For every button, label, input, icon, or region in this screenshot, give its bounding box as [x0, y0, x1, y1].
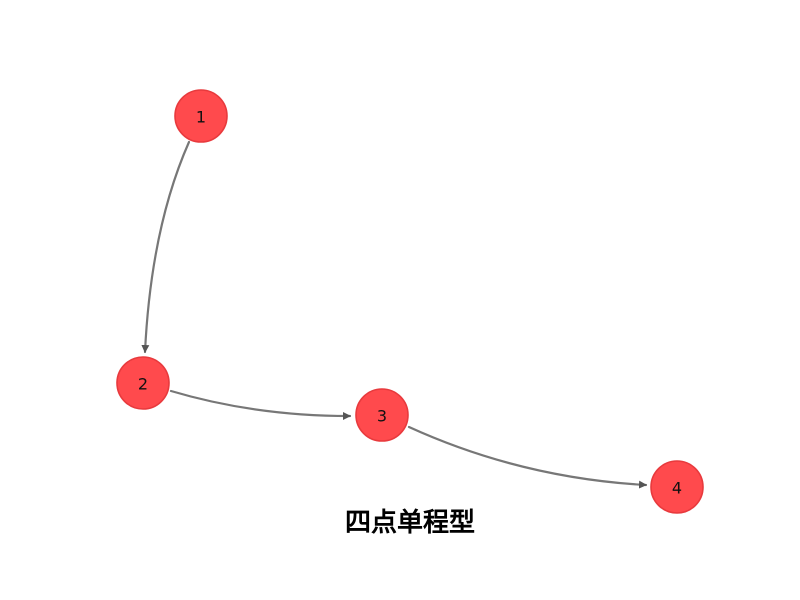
- node-4: 4: [650, 460, 704, 514]
- node-3: 3: [355, 388, 409, 442]
- edges-layer: [141, 140, 648, 489]
- node-circle-3: [355, 388, 409, 442]
- diagram-caption: 四点单程型: [345, 507, 475, 538]
- edge-3-to-4: [407, 425, 648, 489]
- nodes-layer: 1 2 3 4: [116, 89, 704, 514]
- node-circle-1: [174, 89, 228, 143]
- node-2: 2: [116, 356, 170, 410]
- node-1: 1: [174, 89, 228, 143]
- node-label-3: 3: [377, 407, 387, 426]
- edge-2-to-3: [169, 389, 352, 420]
- node-label-1: 1: [196, 108, 206, 127]
- node-label-4: 4: [672, 479, 682, 498]
- edge-1-to-2: [141, 140, 191, 354]
- node-label-2: 2: [138, 375, 148, 394]
- node-circle-4: [650, 460, 704, 514]
- node-circle-2: [116, 356, 170, 410]
